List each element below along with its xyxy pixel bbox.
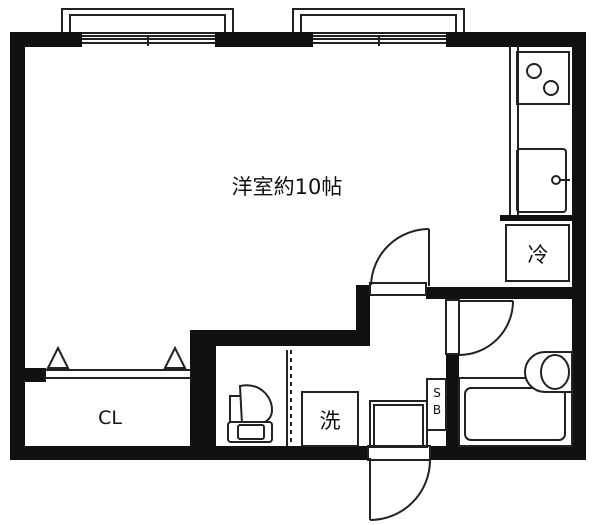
toilet-icon <box>227 384 274 443</box>
entrance-door <box>367 445 431 521</box>
sink-icon <box>516 148 570 213</box>
closet-label: CL <box>98 407 122 429</box>
window-left <box>61 8 234 46</box>
western-room-label: 洋室約10帖 <box>232 175 343 199</box>
interior-walls <box>10 215 576 460</box>
washer-label: 洗 <box>320 409 341 433</box>
stove-icon <box>516 51 570 105</box>
fridge-box <box>505 224 570 282</box>
shoe-box-label-b: B <box>433 403 441 417</box>
room-door <box>369 228 430 296</box>
fridge-label: 冷 <box>528 243 549 267</box>
shoe-box <box>426 378 447 431</box>
outer-walls <box>10 32 586 460</box>
entrance-step <box>369 400 428 448</box>
bathtub-icon <box>458 351 573 447</box>
toilet-partition <box>286 350 292 446</box>
window-right <box>292 8 465 46</box>
closet-rail <box>44 345 190 379</box>
bath-door <box>445 299 514 356</box>
shoe-box-label-s: S <box>433 386 441 400</box>
washer-box <box>301 391 359 447</box>
